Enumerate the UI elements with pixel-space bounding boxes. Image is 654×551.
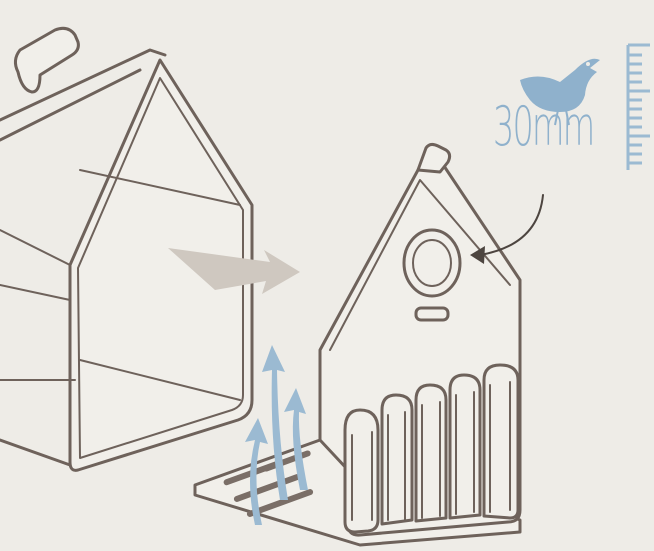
- hole-size-label: 30mm: [493, 100, 593, 154]
- hanging-tab: [15, 28, 78, 92]
- perch-slot: [416, 308, 448, 320]
- ruler-icon: [628, 45, 650, 170]
- top-clip: [418, 144, 450, 172]
- birdhouse-shell: [0, 28, 252, 470]
